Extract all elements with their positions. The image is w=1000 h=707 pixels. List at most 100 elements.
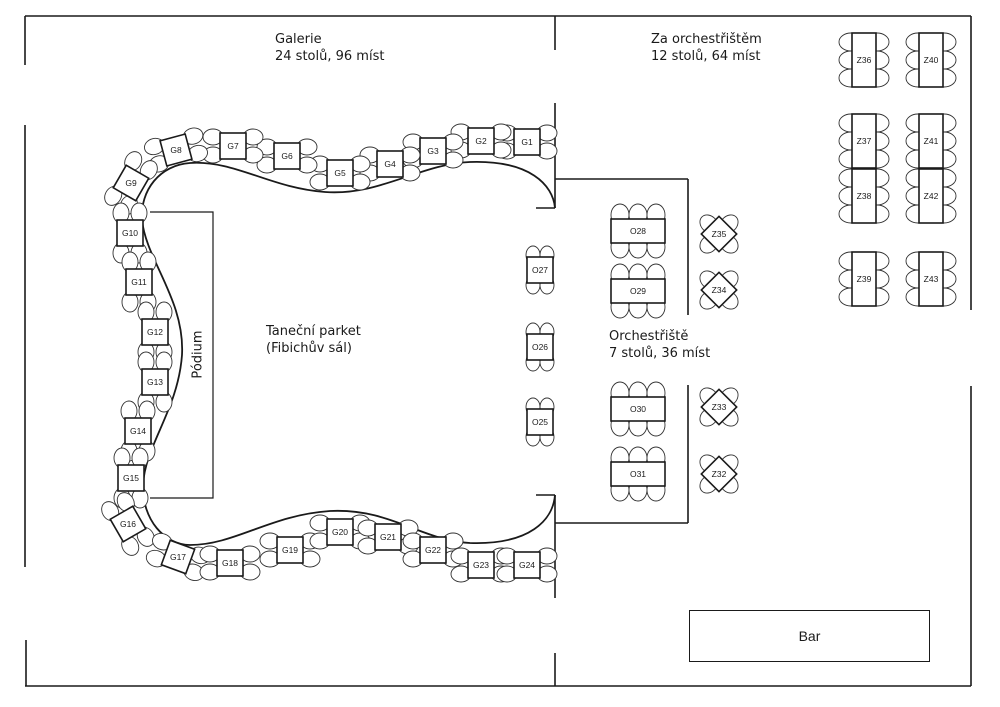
- table-label: Z38: [857, 191, 872, 201]
- table-label: Z40: [924, 55, 939, 65]
- table-label: Z39: [857, 274, 872, 284]
- table-g20[interactable]: G20: [309, 514, 371, 550]
- table-top: [326, 518, 354, 546]
- table-top: [419, 137, 447, 165]
- table-o29[interactable]: O29: [610, 263, 666, 319]
- table-top: [116, 219, 144, 247]
- table-g22[interactable]: G22: [402, 532, 464, 568]
- table-z32[interactable]: Z32: [696, 451, 741, 496]
- table-g6[interactable]: G6: [256, 138, 318, 174]
- tables: G1G2G3G4G5G6G7G8G9G10G11G12G13G14G15G16G…: [98, 32, 957, 583]
- table-top: [700, 455, 738, 493]
- table-top: [216, 549, 244, 577]
- table-top: [219, 132, 247, 160]
- table-top: [610, 461, 666, 487]
- table-z40[interactable]: Z40: [905, 32, 957, 88]
- walls: [24, 15, 972, 687]
- table-top: [610, 218, 666, 244]
- table-o27[interactable]: O27: [525, 245, 555, 295]
- table-label: O29: [630, 286, 646, 296]
- room-label-za-orchestristem: Za orchestřištěm 12 stolů, 64 míst: [651, 31, 762, 65]
- table-top: [276, 536, 304, 564]
- table-top: [851, 168, 877, 224]
- table-top: [918, 32, 944, 88]
- bar-label: Bar: [798, 628, 821, 644]
- table-g11[interactable]: G11: [121, 251, 157, 313]
- table-label: Z34: [712, 285, 727, 295]
- table-label: O28: [630, 226, 646, 236]
- table-label: Z36: [857, 55, 872, 65]
- table-o25[interactable]: O25: [525, 397, 555, 447]
- table-label: G23: [473, 560, 489, 570]
- table-label: G15: [123, 473, 139, 483]
- table-z33[interactable]: Z33: [696, 384, 741, 429]
- table-top: [109, 505, 147, 543]
- table-z36[interactable]: Z36: [838, 32, 890, 88]
- dance-floor-outline: [141, 161, 556, 546]
- table-top: [117, 464, 145, 492]
- table-z42[interactable]: Z42: [905, 168, 957, 224]
- table-label: G8: [170, 145, 182, 155]
- table-label: G10: [122, 228, 138, 238]
- table-label: G13: [147, 377, 163, 387]
- table-z38[interactable]: Z38: [838, 168, 890, 224]
- room-label-orchestriste: Orchestřiště 7 stolů, 36 míst: [609, 328, 710, 362]
- table-g2[interactable]: G2: [450, 123, 512, 159]
- table-label: O26: [532, 342, 548, 352]
- table-top: [851, 113, 877, 169]
- table-top: [467, 127, 495, 155]
- table-o31[interactable]: O31: [610, 446, 666, 502]
- table-top: [141, 318, 169, 346]
- room-summary: 7 stolů, 36 míst: [609, 346, 711, 361]
- table-z37[interactable]: Z37: [838, 113, 890, 169]
- table-top: [851, 32, 877, 88]
- table-g17[interactable]: G17: [144, 531, 212, 583]
- table-label: G6: [281, 151, 293, 161]
- table-top: [159, 133, 193, 167]
- table-top: [526, 256, 554, 284]
- table-z43[interactable]: Z43: [905, 251, 957, 307]
- table-g16[interactable]: G16: [98, 490, 157, 559]
- table-label: G9: [125, 178, 137, 188]
- table-o26[interactable]: O26: [525, 322, 555, 372]
- room-subtitle: (Fibichův sál): [266, 341, 352, 356]
- table-z39[interactable]: Z39: [838, 251, 890, 307]
- table-label: G18: [222, 558, 238, 568]
- table-z34[interactable]: Z34: [696, 267, 741, 312]
- room-name: Orchestřiště: [609, 329, 689, 344]
- table-top: [419, 536, 447, 564]
- table-z35[interactable]: Z35: [696, 211, 741, 256]
- table-z41[interactable]: Z41: [905, 113, 957, 169]
- table-top: [700, 388, 738, 426]
- table-top: [700, 271, 738, 309]
- table-top: [374, 523, 402, 551]
- table-label: G20: [332, 527, 348, 537]
- table-label: G17: [170, 552, 186, 562]
- table-g19[interactable]: G19: [259, 532, 321, 568]
- table-g5[interactable]: G5: [309, 155, 371, 191]
- table-top: [513, 551, 541, 579]
- table-label: G21: [380, 532, 396, 542]
- table-top: [700, 215, 738, 253]
- table-g24[interactable]: G24: [496, 547, 558, 583]
- table-label: G1: [521, 137, 533, 147]
- room-name: Galerie: [275, 32, 322, 47]
- podium-outline: [150, 211, 214, 499]
- table-label: G22: [425, 545, 441, 555]
- table-o30[interactable]: O30: [610, 381, 666, 437]
- table-top: [124, 417, 152, 445]
- table-top: [610, 396, 666, 422]
- bar-counter: Bar: [689, 610, 930, 662]
- table-label: G4: [384, 159, 396, 169]
- table-g18[interactable]: G18: [199, 545, 261, 581]
- table-o28[interactable]: O28: [610, 203, 666, 259]
- table-g14[interactable]: G14: [120, 400, 156, 462]
- table-top: [326, 159, 354, 187]
- table-label: O27: [532, 265, 548, 275]
- table-g7[interactable]: G7: [202, 128, 264, 164]
- table-top: [526, 333, 554, 361]
- table-top: [160, 539, 196, 575]
- room-label-galerie: Galerie 24 stolů, 96 míst: [275, 31, 384, 65]
- table-label: G5: [334, 168, 346, 178]
